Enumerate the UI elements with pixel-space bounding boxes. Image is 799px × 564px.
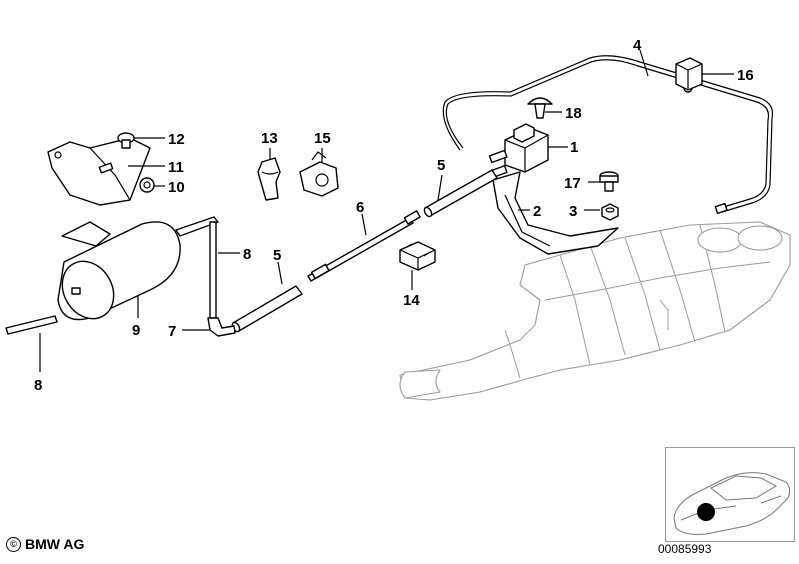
clip-15 <box>299 151 339 197</box>
clip-16 <box>675 57 703 91</box>
callout-14: 14 <box>403 292 420 309</box>
hose-5-right <box>423 169 498 218</box>
callout-18: 18 <box>565 105 582 122</box>
rivet-18 <box>527 97 553 119</box>
callout-2: 2 <box>533 203 541 220</box>
bracket-11 <box>47 137 151 206</box>
holder-14 <box>399 241 436 271</box>
callout-8-vertical: 8 <box>243 246 251 263</box>
callout-5-right: 5 <box>437 157 445 174</box>
carbon-canister-9 <box>57 216 219 321</box>
nut-10 <box>139 177 155 193</box>
callout-8-left: 8 <box>34 377 42 394</box>
callout-4: 4 <box>633 37 642 54</box>
callout-7: 7 <box>168 323 176 340</box>
callout-17: 17 <box>564 175 581 192</box>
callout-11: 11 <box>168 159 184 176</box>
callout-15: 15 <box>314 130 331 147</box>
callout-1: 1 <box>570 139 578 156</box>
callout-5-left: 5 <box>273 247 281 264</box>
pipe-8-left <box>5 315 58 335</box>
exhaust-muffler-ghost <box>399 221 791 401</box>
bracket-2 <box>492 171 619 255</box>
diagram-id: 00085993 <box>658 542 712 556</box>
copyright-icon: © <box>6 536 21 552</box>
copyright-text: BMW AG <box>25 536 85 552</box>
callout-13: 13 <box>261 130 278 147</box>
clip-13 <box>257 157 281 201</box>
callout-16: 16 <box>737 67 754 84</box>
elbow-7 <box>207 317 236 337</box>
vehicle-location-thumbnail <box>665 447 795 542</box>
car-outline-icon <box>673 472 791 535</box>
callout-9: 9 <box>132 322 140 339</box>
copyright: © BMW AG <box>6 536 84 552</box>
callout-12: 12 <box>168 131 185 148</box>
callout-labels: 1 2 3 4 5 5 6 7 8 8 9 10 11 12 13 14 15 … <box>34 37 754 394</box>
nut-3 <box>601 203 619 221</box>
callout-6: 6 <box>356 199 364 216</box>
screw-17 <box>599 171 619 192</box>
hose-5-left <box>231 285 303 333</box>
pipe-6 <box>307 210 421 282</box>
pipe-8-vertical <box>209 221 217 319</box>
location-marker-icon <box>697 503 715 521</box>
solenoid-valve-1 <box>488 123 549 178</box>
callout-3: 3 <box>569 203 577 220</box>
callout-10: 10 <box>168 179 185 196</box>
leader-lines <box>39 49 734 372</box>
